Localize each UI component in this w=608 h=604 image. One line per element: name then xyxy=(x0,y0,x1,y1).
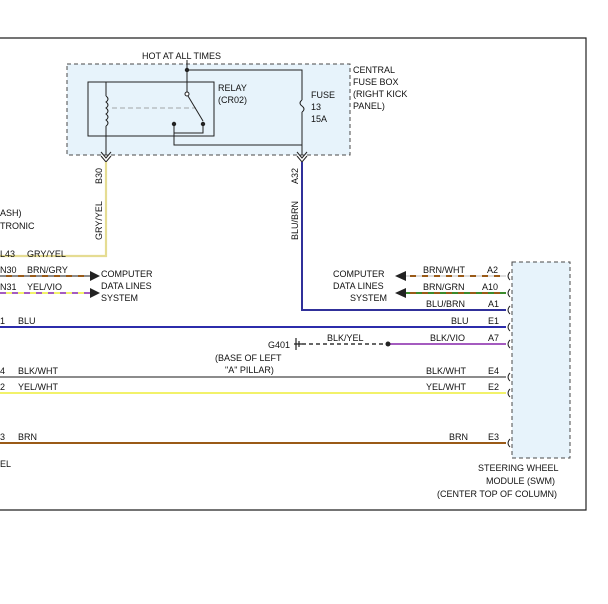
right-pin-a1: A1 xyxy=(488,299,499,309)
fuse-box-name-line-4: PANEL) xyxy=(353,101,385,111)
left-pin-4: 4 xyxy=(0,366,5,376)
left-module: ASH) TRONIC EL L43 GRY/YEL N30 BRN/GRY N… xyxy=(0,208,153,469)
right-pin-e3: E3 xyxy=(488,432,499,442)
right-wire-yel-wht: YEL/WHT xyxy=(426,382,467,392)
relay-id: (CR02) xyxy=(218,95,247,105)
left-module-label-1: ASH) xyxy=(0,208,22,218)
wire-blu-brn-vertical xyxy=(301,162,506,311)
swm-outline xyxy=(511,261,571,459)
hot-at-all-times-label: HOT AT ALL TIMES xyxy=(142,51,221,61)
fuse-label: FUSE xyxy=(311,90,335,100)
right-wire-blk-vio: BLK/VIO xyxy=(430,333,465,343)
swm-label-1: STEERING WHEEL xyxy=(478,463,559,473)
arrow-brn-wht-icon xyxy=(395,271,406,281)
swm-connector-icons xyxy=(507,271,511,448)
wire-gry-yel-vertical xyxy=(0,162,108,258)
right-wire-brn-wht: BRN/WHT xyxy=(423,265,465,275)
right-wire-blk-wht: BLK/WHT xyxy=(426,366,467,376)
left-wire-yel-vio: YEL/VIO xyxy=(27,282,62,292)
computer-data-right-line-3: SYSTEM xyxy=(350,293,387,303)
wire-blu-brn-label: BLU/BRN xyxy=(290,201,300,240)
right-pin-e1: E1 xyxy=(488,316,499,326)
ground-location-line-1: (BASE OF LEFT xyxy=(215,353,282,363)
relay-coil-icon xyxy=(105,95,109,127)
right-pin-e4: E4 xyxy=(488,366,499,376)
arrow-brn-grn-icon xyxy=(395,288,406,298)
ground-wire-blk-yel: BLK/YEL xyxy=(327,333,364,343)
right-wire-blu-brn: BLU/BRN xyxy=(426,299,465,309)
left-pin-2: 2 xyxy=(0,382,5,392)
left-wire-brn-gry: BRN/GRY xyxy=(27,265,68,275)
left-module-bottom-fragment: EL xyxy=(0,459,11,469)
fuse-box-name-line-3: (RIGHT KICK xyxy=(353,89,407,99)
left-wire-gry-yel: GRY/YEL xyxy=(27,249,66,259)
right-wire-brn: BRN xyxy=(449,432,468,442)
steering-wheel-module: STEERING WHEEL MODULE (SWM) (CENTER TOP … xyxy=(437,261,571,499)
right-wire-blu: BLU xyxy=(451,316,469,326)
left-pin-l43: L43 xyxy=(0,249,15,259)
wire-gry-yel-label: GRY/YEL xyxy=(94,201,104,240)
fuse-box-name-line-1: CENTRAL xyxy=(353,65,395,75)
swm-label-3: (CENTER TOP OF COLUMN) xyxy=(437,489,557,499)
fuse-rating: 15A xyxy=(311,114,327,124)
vertical-wires: B30 GRY/YEL A32 BLU/BRN xyxy=(0,162,506,311)
right-wire-brn-grn: BRN/GRN xyxy=(423,282,465,292)
relay-contact-pivot xyxy=(184,91,190,97)
relay-label: RELAY xyxy=(218,83,247,93)
swm-label-2: MODULE (SWM) xyxy=(486,476,555,486)
relay-contact-arm xyxy=(187,95,204,122)
computer-data-left-line-3: SYSTEM xyxy=(101,293,138,303)
left-pin-n31: N31 xyxy=(0,282,17,292)
left-pin-1: 1 xyxy=(0,316,5,326)
fuse-icon xyxy=(299,99,305,113)
computer-data-left-line-1: COMPUTER xyxy=(101,269,153,279)
computer-data-right-line-1: COMPUTER xyxy=(333,269,385,279)
ground-id: G401 xyxy=(268,340,290,350)
computer-data-left-line-2: DATA LINES xyxy=(101,281,152,291)
right-labels: COMPUTER DATA LINES SYSTEM BRN/WHT A2 BR… xyxy=(215,265,499,442)
left-wire-brn: BRN xyxy=(18,432,37,442)
left-wire-blk-wht: BLK/WHT xyxy=(18,366,59,376)
left-module-label-2: TRONIC xyxy=(0,221,35,231)
ground-splice-dot xyxy=(385,341,391,347)
relay-contact-point xyxy=(200,121,206,127)
ground-location-line-2: "A" PILLAR) xyxy=(225,365,274,375)
right-pin-e2: E2 xyxy=(488,382,499,392)
right-pin-a2: A2 xyxy=(487,265,498,275)
fuse-box-outline xyxy=(66,63,351,156)
fuse-box-name-line-2: FUSE BOX xyxy=(353,77,399,87)
horizontal-wires xyxy=(0,271,506,444)
computer-data-right-line-2: DATA LINES xyxy=(333,281,384,291)
right-pin-a10: A10 xyxy=(482,282,498,292)
arrow-yel-vio-icon xyxy=(90,288,100,298)
left-pin-n30: N30 xyxy=(0,265,17,275)
arrow-brn-gry-icon xyxy=(90,271,100,281)
diagram-frame xyxy=(0,37,587,511)
relay-outline xyxy=(87,81,215,137)
central-fuse-box: HOT AT ALL TIMES CENTRAL FUSE BOX (RIGHT… xyxy=(66,51,407,163)
left-pin-3: 3 xyxy=(0,432,5,442)
pin-b30-label: B30 xyxy=(94,168,104,184)
right-pin-a7: A7 xyxy=(488,333,499,343)
pin-a32-label: A32 xyxy=(290,168,300,184)
relay-output-junction xyxy=(171,121,177,127)
left-wire-yel-wht: YEL/WHT xyxy=(18,382,59,392)
ground-g401-icon xyxy=(294,338,302,350)
fuse-number: 13 xyxy=(311,102,321,112)
left-wire-blu: BLU xyxy=(18,316,36,326)
